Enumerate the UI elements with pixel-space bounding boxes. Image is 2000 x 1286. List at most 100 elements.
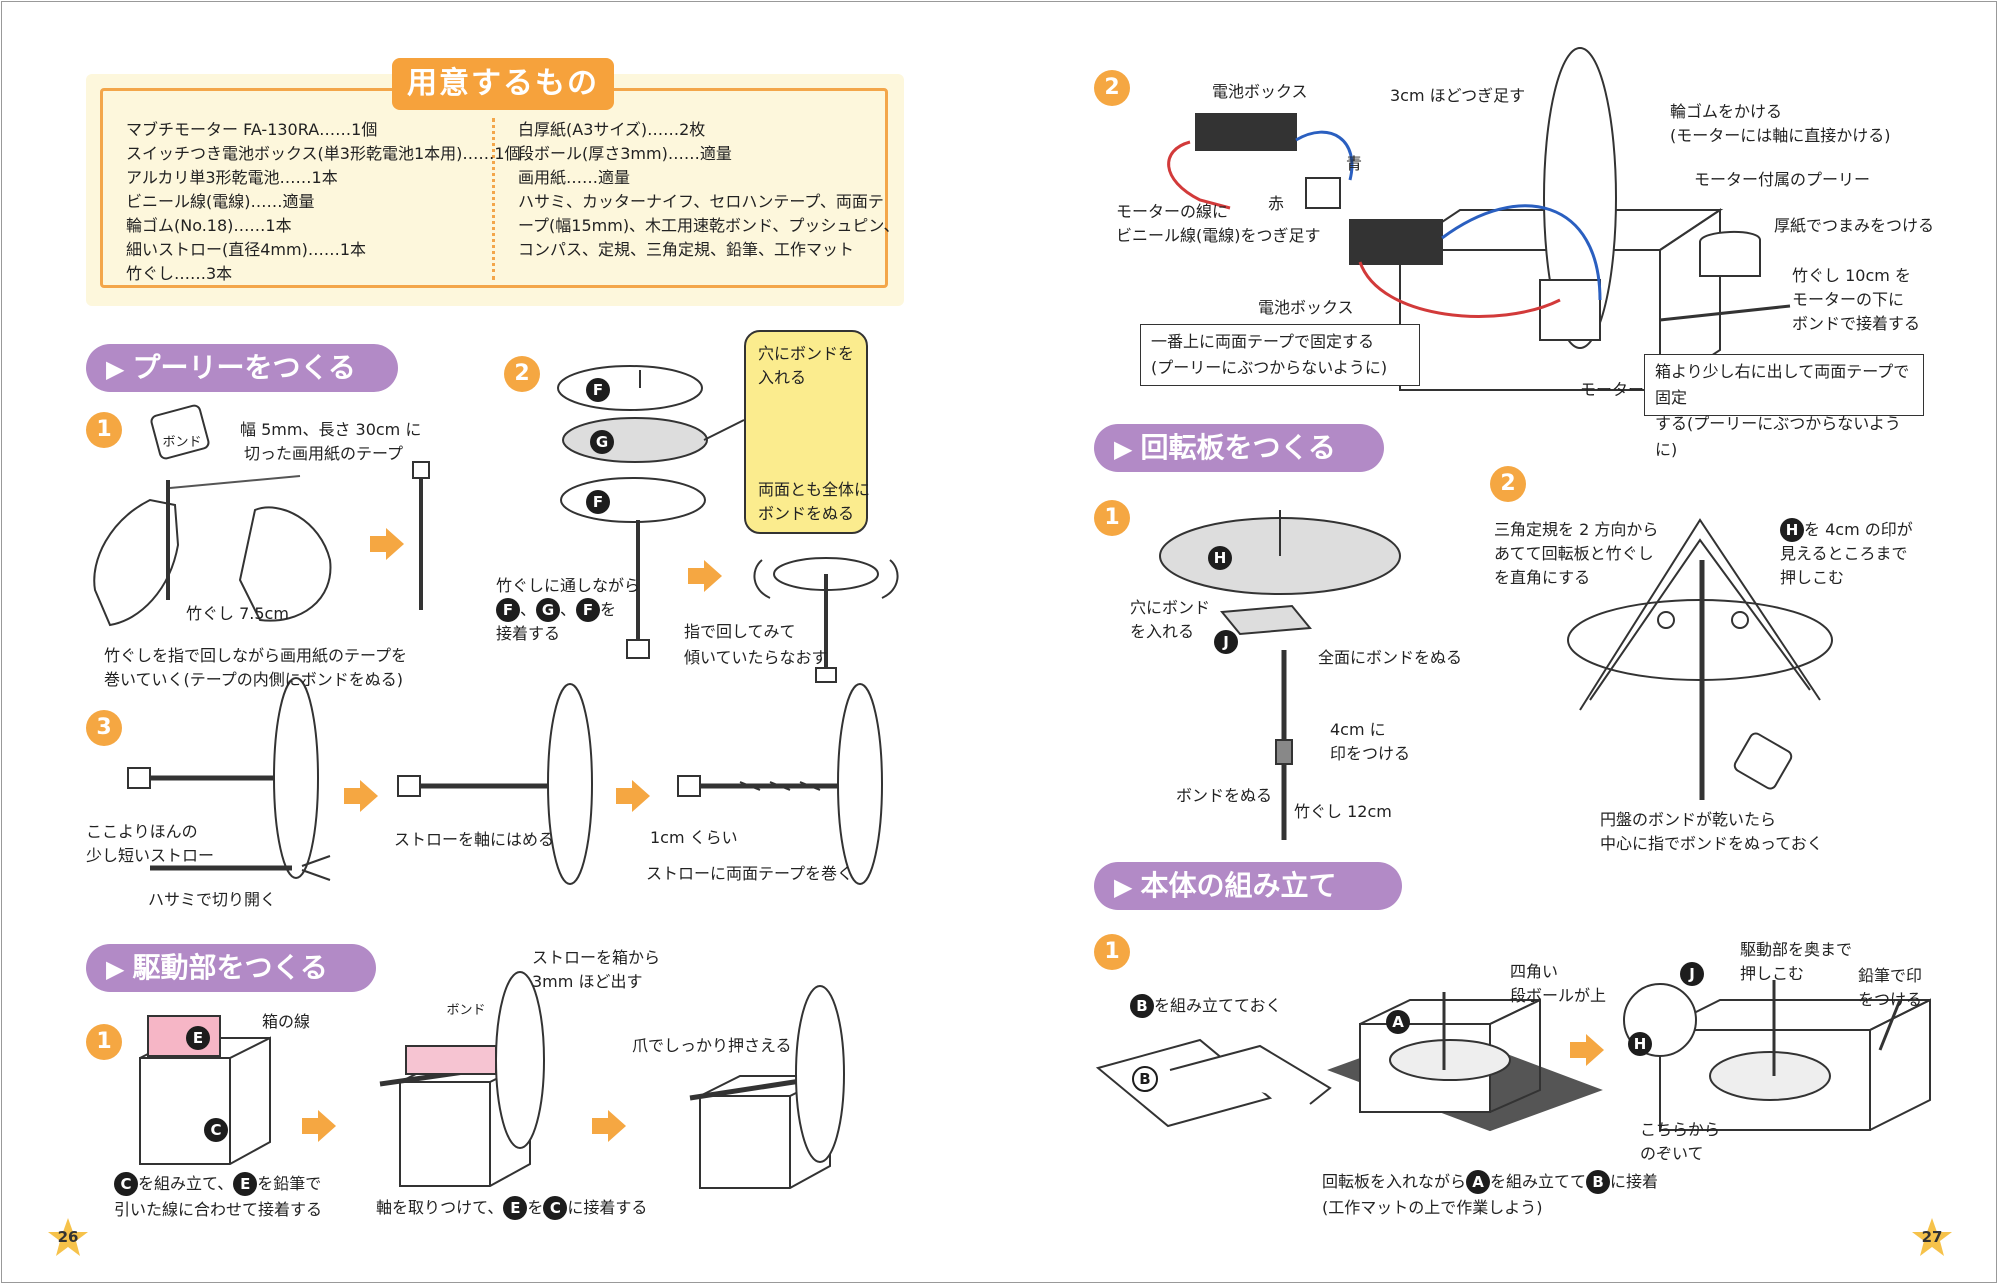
caption: 押しこむ: [1780, 568, 1845, 587]
caption-part: 回転板を入れながら: [1322, 1172, 1467, 1191]
marker-j: J: [1214, 630, 1238, 654]
caption: 青: [1346, 154, 1363, 173]
caption: モーター: [1580, 380, 1645, 399]
box-b-folding-illustration: [1095, 1038, 1332, 1128]
triangle-icon: ▶: [1114, 873, 1133, 901]
caption: 竹ぐしに通しながら: [496, 576, 641, 595]
material-item: スイッチつき電池ボックス(単3形乾電池1本用)……1個: [126, 144, 521, 163]
marker-e: E: [503, 1196, 528, 1220]
caption-part: を組み立てておく: [1154, 996, 1282, 1015]
materials-divider: [492, 118, 495, 280]
page-number-left: 26: [57, 1228, 79, 1246]
final-assembly-illustration: [1623, 980, 1931, 1131]
star-icon: [48, 1218, 88, 1256]
material-item: 輪ゴム(No.18)……1本: [126, 216, 292, 235]
marker-a: A: [1386, 1010, 1410, 1034]
marker-h: H: [1628, 1032, 1652, 1056]
caption: モーターの下に: [1792, 290, 1905, 309]
marker-c: C: [114, 1172, 138, 1196]
caption-part: 軸を取りつけて、: [376, 1198, 504, 1217]
bond-label: ボンド: [446, 1003, 486, 1018]
caption-part: に接着: [1610, 1172, 1659, 1191]
caption: 巻いていく(テープの内側にボンドをぬる): [104, 670, 404, 689]
materials-list-left: マブチモーター FA-130RA……1個 スイッチつき電池ボックス(単3形乾電池…: [126, 118, 521, 286]
caption: 段ボールが上: [1510, 986, 1607, 1005]
axle-tape-wrap-illustration: [677, 683, 883, 885]
spinning-pulley-illustration: [753, 557, 899, 683]
caption: 穴にボンド: [1130, 598, 1211, 617]
marker-f: F: [496, 598, 520, 622]
step-number: 1: [86, 412, 122, 448]
section-heading-assembly: ▶本体の組み立て: [1094, 862, 1402, 910]
step-number: 3: [86, 710, 122, 746]
caption: 印をつける: [1330, 744, 1411, 763]
section-title: 回転板をつくる: [1140, 431, 1336, 464]
axle-straw-fitted-illustration: [397, 683, 593, 885]
caption: ハサミで切り開く: [148, 890, 277, 909]
marker-c: C: [204, 1118, 228, 1142]
caption: を入れる: [1130, 622, 1195, 641]
caption-part: を鉛筆で: [257, 1174, 322, 1193]
triangle-icon: ▶: [1114, 435, 1133, 463]
caption: 少し短いストロー: [86, 846, 215, 865]
material-item: ハサミ、カッターナイフ、セロハンテープ、両面テ: [518, 192, 884, 211]
section-title: プーリーをつくる: [132, 351, 356, 384]
material-item: ープ(幅15mm)、木工用速乾ボンド、プッシュピン、: [518, 216, 900, 235]
caption: モーター付属のプーリー: [1694, 170, 1871, 189]
material-item: アルカリ単3形乾電池……1本: [126, 168, 338, 187]
step-number: 2: [1094, 70, 1130, 106]
callout-text: 入れる: [758, 368, 807, 387]
note-box: 箱より少し右に出して両面テープで固定 する(プーリーにぶつからないように): [1644, 354, 1924, 459]
axle-straw-illustration: [127, 677, 331, 881]
material-item: 白厚紙(A3サイズ)……2枚: [518, 120, 706, 139]
mat-label: 工作マット: [1470, 1132, 1531, 1146]
caption: 爪でしっかり押さえる: [632, 1036, 792, 1055]
step-number: 1: [1094, 500, 1130, 536]
caption: ストローに両面テープを巻く: [646, 864, 854, 883]
step-number: 1: [86, 1024, 122, 1060]
caption: 見えるところまで: [1780, 544, 1908, 563]
caption: ストローを軸にはめる: [394, 830, 555, 849]
marker-e: E: [233, 1172, 258, 1196]
caption-part: を: [600, 600, 617, 619]
caption: 中心に指でボンドをぬっておく: [1600, 834, 1823, 853]
box-assembly-with-mat-illustration: [1327, 992, 1603, 1132]
material-item: 細いストロー(直径4mm)……1本: [126, 240, 367, 259]
caption: 円盤のボンドが乾いたら: [1600, 810, 1777, 829]
bond-label: ボンド: [162, 435, 202, 450]
caption-part: を組み立てて: [1490, 1172, 1587, 1191]
page-number-star: 27: [1910, 1216, 1954, 1260]
caption: 傾いていたらなおす: [684, 648, 828, 667]
triangle-icon: ▶: [106, 955, 125, 983]
caption: 幅 5mm、長さ 30cm に: [240, 420, 422, 439]
marker-h: H: [1208, 546, 1232, 570]
triangle-icon: ▶: [106, 355, 125, 383]
caption: を直角にする: [1494, 568, 1591, 587]
caption: ここよりほんの: [86, 822, 198, 841]
page-number-right: 27: [1921, 1228, 1943, 1246]
caption-part: を組み立て、: [138, 1174, 234, 1193]
material-item: 竹ぐし……3本: [126, 264, 233, 283]
caption-part: を 4cm の印が: [1804, 520, 1913, 539]
caption: 指で回してみて: [684, 622, 796, 641]
note-box: 一番上に両面テープで固定する (プーリーにぶつからないように): [1140, 324, 1420, 386]
step-number: 2: [1490, 466, 1526, 502]
box-with-paper-illustration: [139, 1015, 271, 1165]
marker-b: B: [1130, 994, 1154, 1018]
caption: 鉛筆で印: [1858, 966, 1923, 985]
marker-g: G: [536, 598, 561, 622]
box-press-tape-illustration: [689, 985, 845, 1189]
note-text: する(プーリーにぶつからないように): [1655, 414, 1901, 459]
caption: をつける: [1858, 990, 1923, 1009]
marker-g: G: [590, 430, 614, 454]
materials-title: 用意するもの: [392, 58, 614, 110]
caption: (工作マットの上で作業しよう): [1322, 1198, 1543, 1217]
caption: 4cm に: [1330, 720, 1386, 739]
caption: のぞいて: [1640, 1144, 1704, 1163]
marker-b: B: [1586, 1170, 1611, 1194]
section-title: 本体の組み立て: [1140, 869, 1337, 902]
caption: あてて回転板と竹ぐし: [1494, 544, 1654, 563]
